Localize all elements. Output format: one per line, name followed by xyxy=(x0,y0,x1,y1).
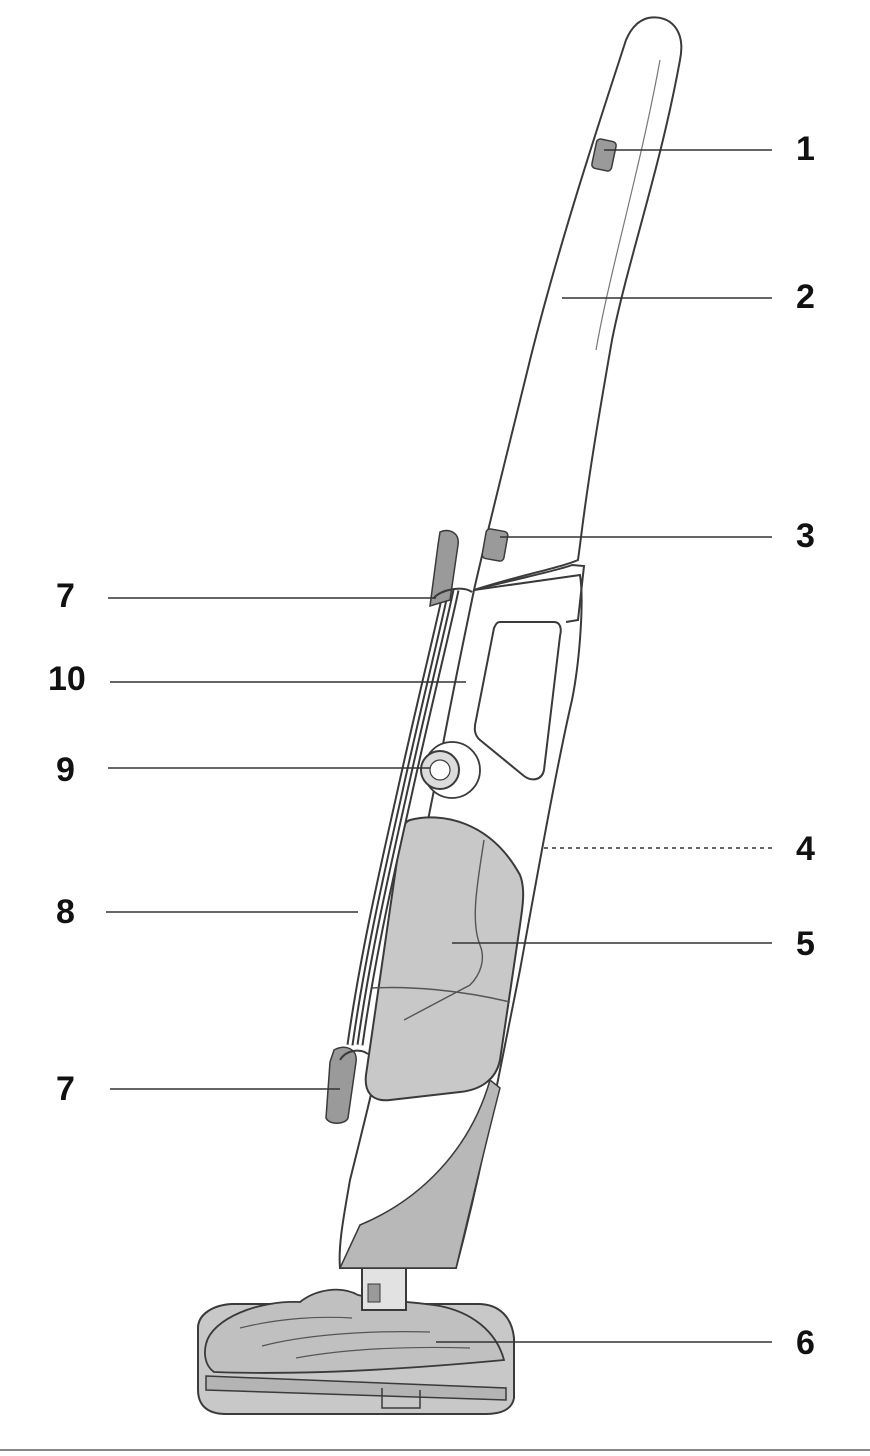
label-1: 1 xyxy=(796,130,815,168)
handle-collar xyxy=(473,563,586,623)
label-9: 9 xyxy=(56,751,75,789)
release-button xyxy=(481,528,509,562)
label-5: 5 xyxy=(796,925,815,963)
label-7-top: 7 xyxy=(56,577,75,615)
top-button xyxy=(591,138,617,172)
label-6: 6 xyxy=(796,1324,815,1362)
body-gray-lower xyxy=(338,1078,501,1269)
label-8: 8 xyxy=(56,893,75,931)
handle xyxy=(472,16,683,592)
power-cord xyxy=(346,589,460,1046)
mop-cloth xyxy=(204,1288,506,1374)
leader-lines xyxy=(106,149,772,1343)
neck-joint xyxy=(361,1267,407,1311)
cord-hook-top xyxy=(429,529,473,608)
handle-outline xyxy=(472,16,683,592)
tank-outline xyxy=(364,816,525,1102)
floor-head xyxy=(197,1288,515,1415)
floor-head-notch xyxy=(381,1388,421,1409)
window-panel xyxy=(473,621,562,781)
callout-labels: 1 2 3 4 5 6 7 10 9 8 7 xyxy=(48,130,815,1362)
label-3: 3 xyxy=(796,517,815,555)
cord-hook-bottom xyxy=(325,1046,369,1124)
water-tank xyxy=(364,816,525,1102)
label-10: 10 xyxy=(48,660,86,698)
label-2: 2 xyxy=(796,278,815,316)
floor-head-rim xyxy=(205,1375,507,1401)
label-4: 4 xyxy=(796,830,815,868)
dial xyxy=(420,741,481,799)
label-7-bottom: 7 xyxy=(56,1070,75,1108)
